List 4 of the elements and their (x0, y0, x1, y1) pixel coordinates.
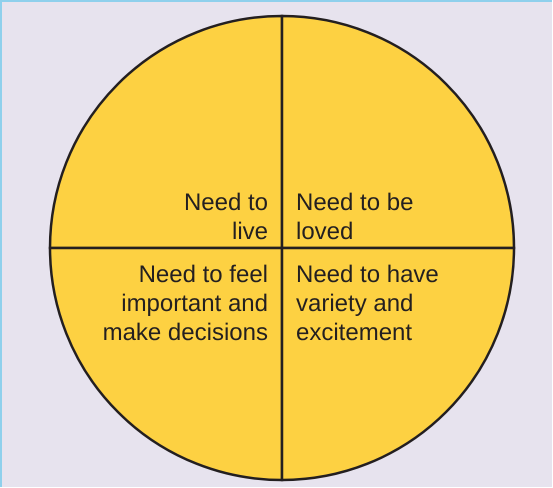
quadrant-label: Need to be loved (296, 188, 414, 246)
quadrant-label: Need to live (182, 188, 268, 246)
quadrant-label: Need to have variety and excitement (296, 260, 440, 347)
quadrant-label: Need to feel important and make decisions (102, 260, 268, 347)
